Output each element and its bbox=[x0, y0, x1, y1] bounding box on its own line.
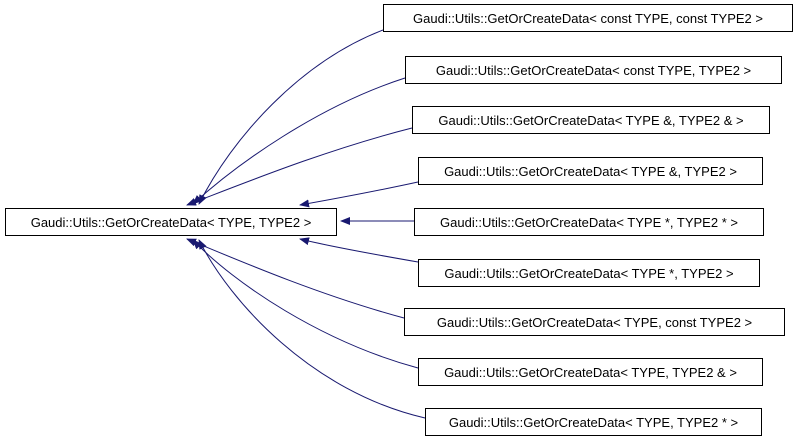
inheritance-arrow bbox=[186, 238, 405, 319]
inheritance-arrow bbox=[198, 239, 426, 419]
inheritance-arrow bbox=[198, 29, 384, 205]
base-class-node: Gaudi::Utils::GetOrCreateData< TYPE, TYP… bbox=[5, 208, 337, 236]
derived-class-node[interactable]: Gaudi::Utils::GetOrCreateData< const TYP… bbox=[383, 4, 793, 32]
inheritance-arrow bbox=[299, 237, 419, 263]
derived-class-node[interactable]: Gaudi::Utils::GetOrCreateData< TYPE, con… bbox=[404, 308, 785, 336]
inheritance-arrow bbox=[192, 77, 406, 205]
derived-class-node[interactable]: Gaudi::Utils::GetOrCreateData< TYPE, TYP… bbox=[418, 358, 763, 386]
derived-class-node[interactable]: Gaudi::Utils::GetOrCreateData< TYPE *, T… bbox=[418, 259, 760, 287]
derived-class-node[interactable]: Gaudi::Utils::GetOrCreateData< const TYP… bbox=[405, 56, 782, 84]
derived-class-node[interactable]: Gaudi::Utils::GetOrCreateData< TYPE &, T… bbox=[412, 106, 770, 134]
inheritance-arrow bbox=[186, 127, 413, 206]
derived-class-node[interactable]: Gaudi::Utils::GetOrCreateData< TYPE *, T… bbox=[414, 208, 764, 236]
derived-class-node[interactable]: Gaudi::Utils::GetOrCreateData< TYPE &, T… bbox=[418, 157, 763, 185]
derived-class-node[interactable]: Gaudi::Utils::GetOrCreateData< TYPE, TYP… bbox=[425, 408, 762, 436]
inheritance-arrow bbox=[299, 181, 419, 208]
inheritance-arrow bbox=[192, 239, 419, 369]
